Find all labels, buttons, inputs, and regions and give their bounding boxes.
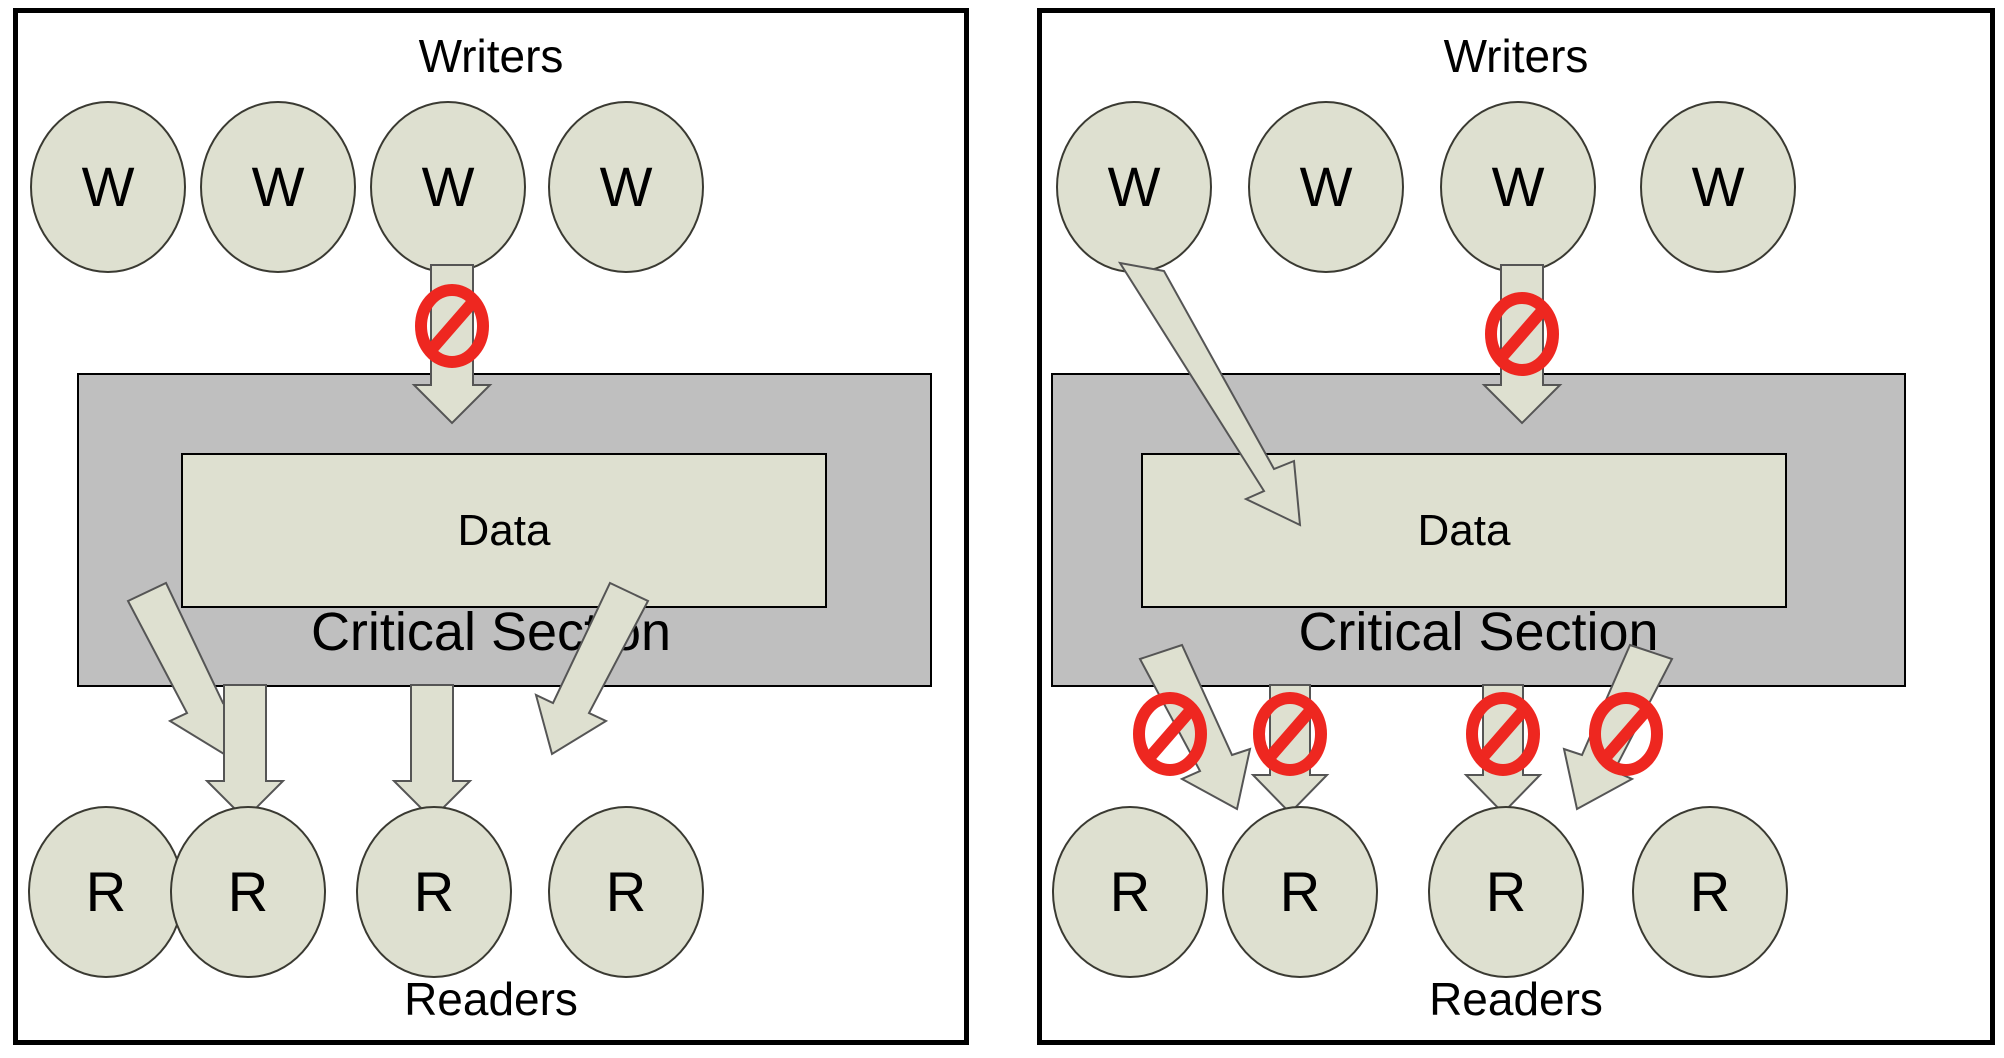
writer-node-3-right[interactable]: W — [1440, 101, 1596, 273]
reader-node-2-right[interactable]: R — [1222, 806, 1378, 978]
no-entry-icon-writer-3-right — [1485, 292, 1559, 376]
panel-writer-blocked: Writers W W W W Data Critical Section — [13, 8, 969, 1045]
reader-node-4-right[interactable]: R — [1632, 806, 1788, 978]
reader-node-label: R — [1689, 860, 1731, 923]
reader-node-label: R — [1279, 860, 1321, 923]
readers-label-right: Readers — [1429, 973, 1603, 1025]
reader-node-label: R — [605, 860, 647, 923]
reader-node-2-left[interactable]: R — [170, 806, 326, 978]
writer-node-label: W — [251, 155, 305, 218]
data-box-left: Data — [181, 453, 827, 608]
writer-node-4-left[interactable]: W — [548, 101, 704, 273]
writer-node-label: W — [81, 155, 135, 218]
reader-node-label: R — [227, 860, 269, 923]
writer-node-label: W — [1491, 155, 1545, 218]
writer-node-label: W — [421, 155, 475, 218]
writer-node-1-right[interactable]: W — [1056, 101, 1212, 273]
writer-node-label: W — [1691, 155, 1745, 218]
reader-node-label: R — [413, 860, 455, 923]
writer-node-4-right[interactable]: W — [1640, 101, 1796, 273]
no-entry-icon-reader-2-right — [1253, 692, 1327, 776]
reader-node-3-left[interactable]: R — [356, 806, 512, 978]
writer-node-label: W — [1107, 155, 1161, 218]
arrow-down-icon — [204, 684, 286, 821]
critical-section-label-right: Critical Section — [1298, 602, 1659, 662]
panel-readers-blocked: Writers W W W W Data Critical Section — [1037, 8, 1995, 1045]
arrow-down-icon — [391, 684, 473, 821]
readers-label-left: Readers — [404, 973, 578, 1025]
writer-node-3-left[interactable]: W — [370, 101, 526, 273]
writer-node-2-right[interactable]: W — [1248, 101, 1404, 273]
writers-label-right: Writers — [1443, 30, 1589, 82]
writer-node-2-left[interactable]: W — [200, 101, 356, 273]
reader-node-label: R — [1485, 860, 1527, 923]
writer-node-label: W — [1299, 155, 1353, 218]
reader-node-1-right[interactable]: R — [1052, 806, 1208, 978]
no-entry-icon-reader-1-right — [1133, 692, 1207, 776]
data-box-label: Data — [457, 505, 551, 555]
writers-label-left: Writers — [418, 30, 564, 82]
reader-node-1-left[interactable]: R — [28, 806, 184, 978]
data-box-label: Data — [1417, 505, 1511, 555]
data-box-right: Data — [1141, 453, 1787, 608]
reader-node-label: R — [1109, 860, 1151, 923]
no-entry-icon-writer-3-left — [415, 284, 489, 368]
reader-node-3-right[interactable]: R — [1428, 806, 1584, 978]
writer-node-label: W — [599, 155, 653, 218]
no-entry-icon-reader-4-right — [1589, 692, 1663, 776]
reader-node-4-left[interactable]: R — [548, 806, 704, 978]
critical-section-label-left: Critical Section — [310, 602, 672, 662]
no-entry-icon-reader-3-right — [1466, 692, 1540, 776]
reader-node-label: R — [85, 860, 127, 923]
writer-node-1-left[interactable]: W — [30, 101, 186, 273]
